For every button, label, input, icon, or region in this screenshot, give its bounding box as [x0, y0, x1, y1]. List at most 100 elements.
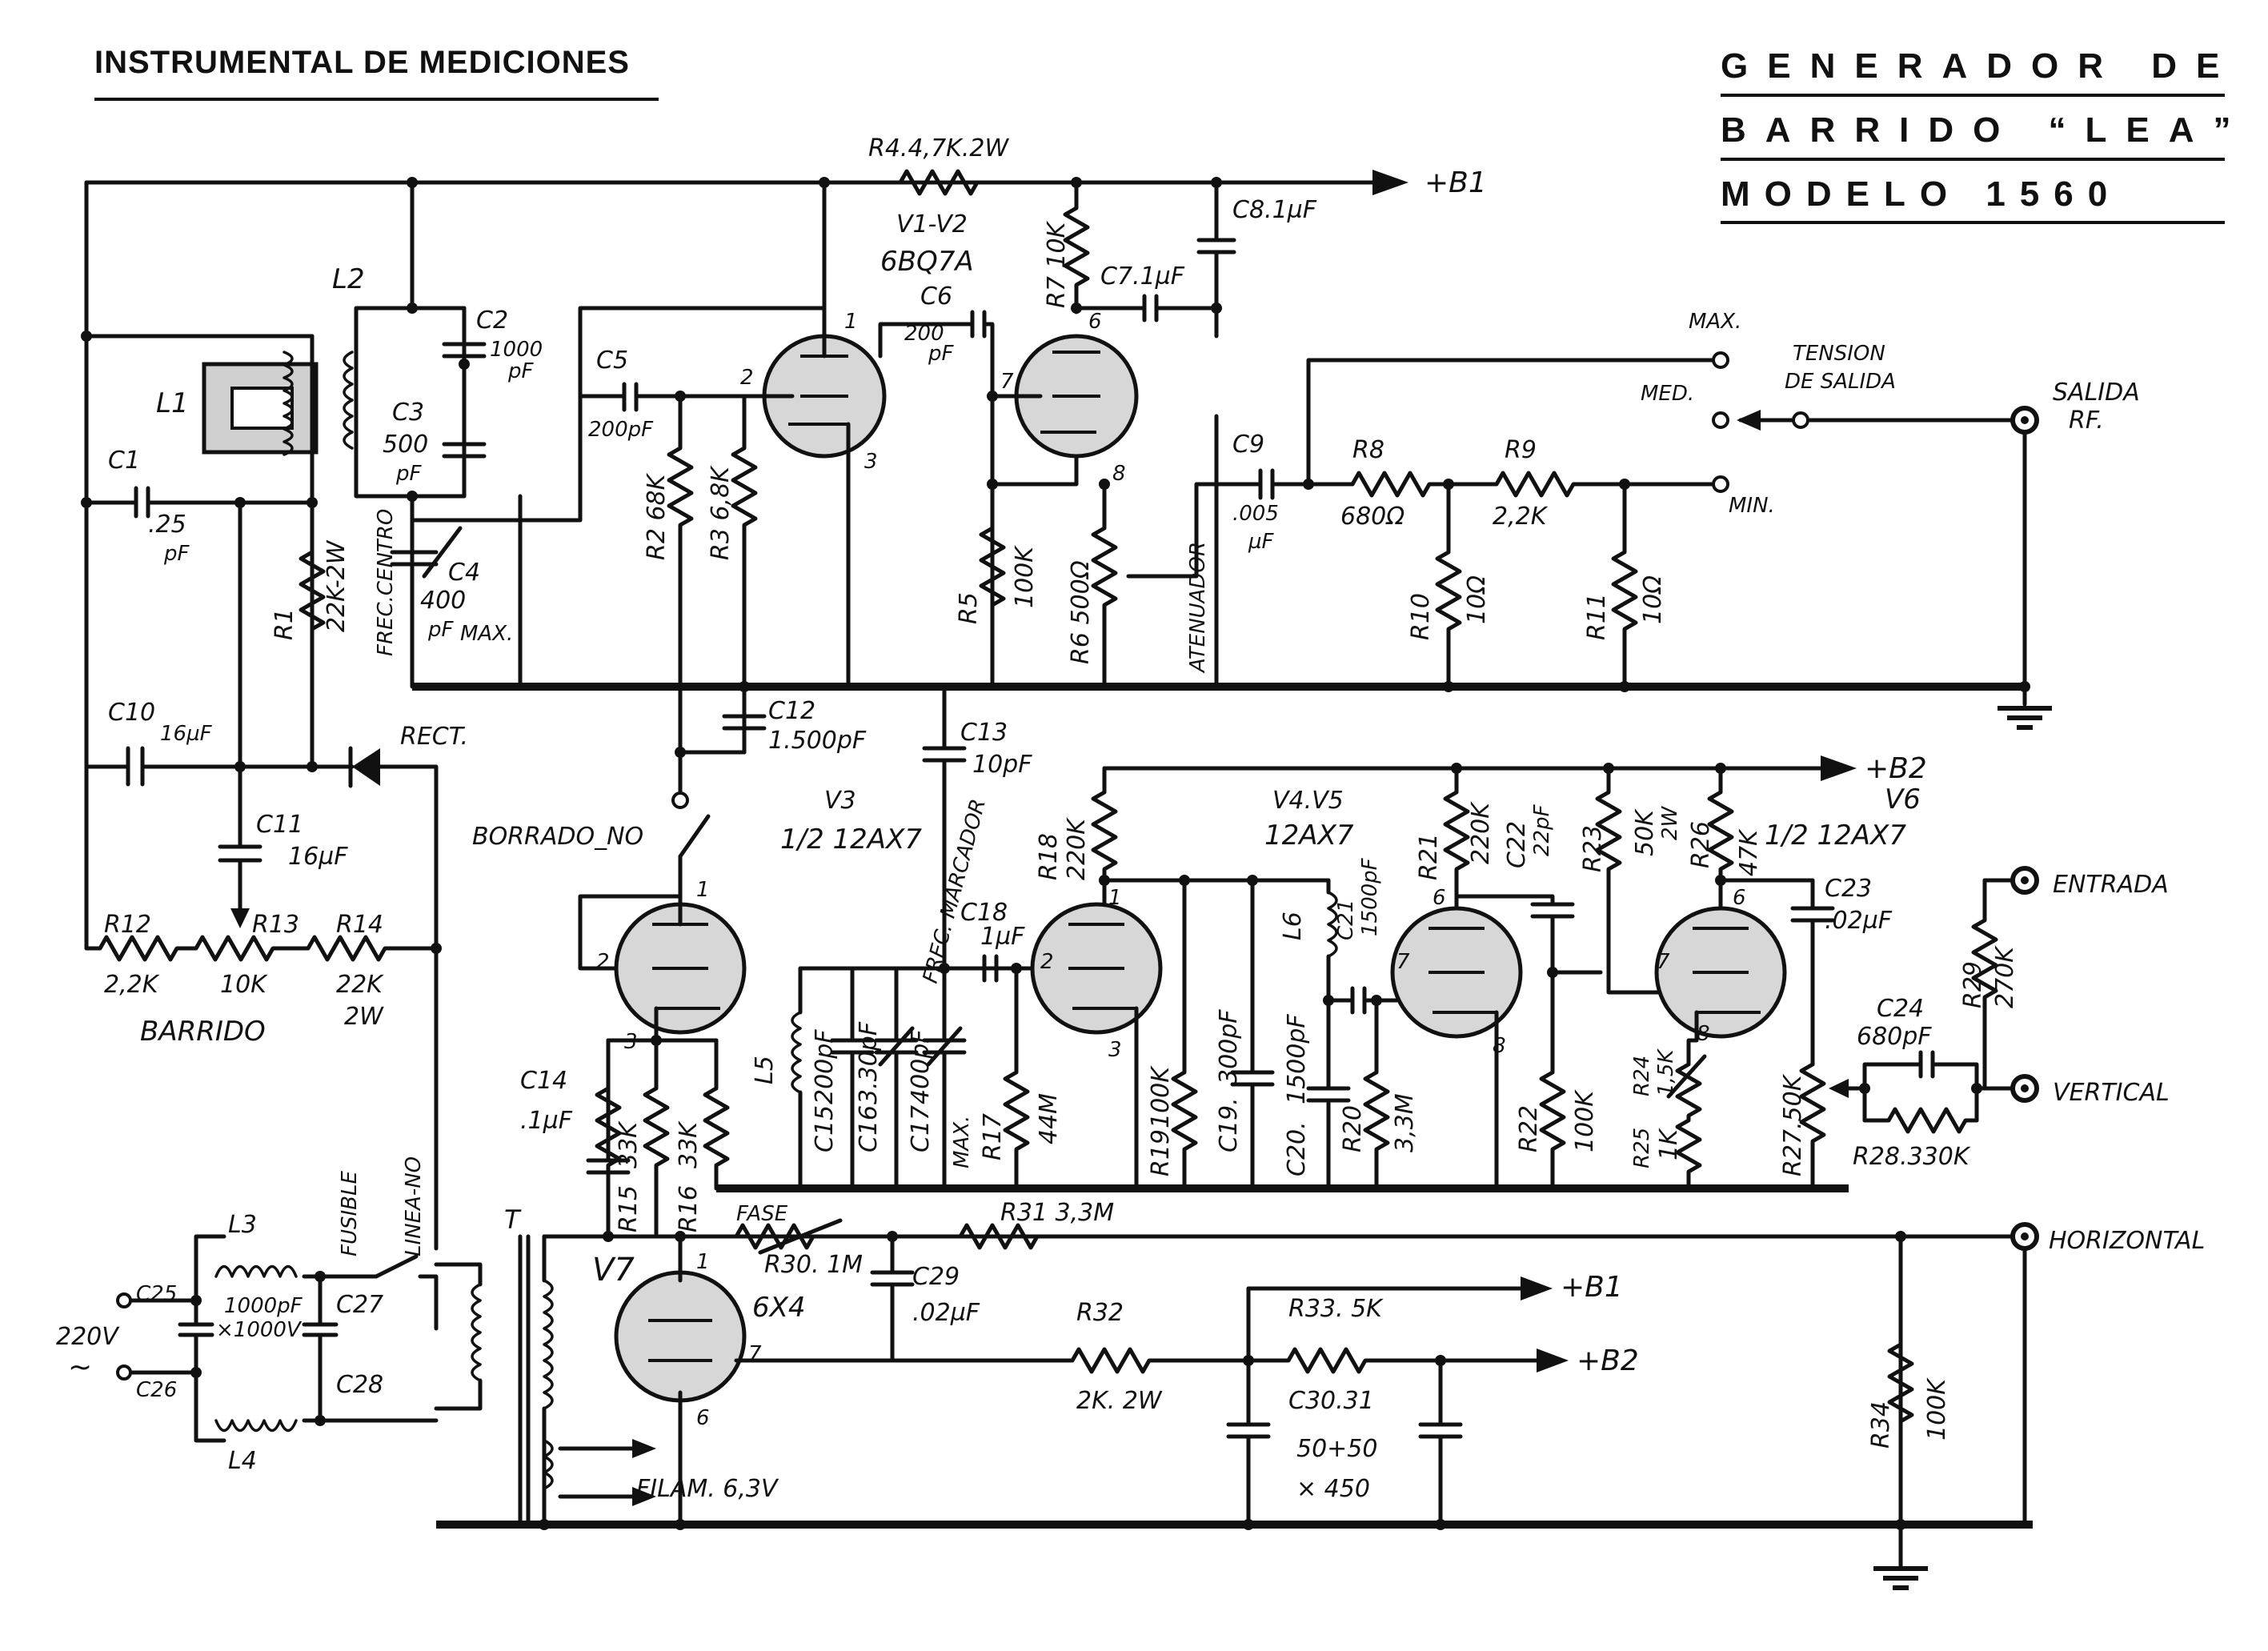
label-v1v2: V1-V2 — [896, 210, 968, 238]
title-rule-1 — [1721, 94, 2225, 97]
label-c21-val: 1500pF — [1358, 857, 1382, 936]
pin-v7-6: 6 — [696, 1406, 710, 1430]
label-c5: C5 — [596, 347, 628, 375]
label-c24: C24 — [1877, 995, 1924, 1023]
label-r22: R22 — [1515, 1105, 1543, 1152]
label-r8-val: 680Ω — [1340, 503, 1404, 531]
pin-v4-2: 2 — [1040, 950, 1054, 974]
pin-v5-8: 8 — [1493, 1034, 1506, 1058]
header-left-underline — [94, 98, 659, 101]
label-r24: R24 — [1630, 1056, 1654, 1096]
label-r34: R34 — [1867, 1401, 1895, 1449]
label-tension-1: TENSION — [1793, 342, 1885, 366]
label-mains: 220V — [56, 1323, 120, 1351]
label-rect: RECT. — [400, 723, 468, 751]
pin-v1-3: 3 — [864, 450, 878, 474]
label-c7: C7.1µF — [1100, 262, 1185, 291]
label-r18-val: 220K — [1063, 817, 1091, 880]
pin-v4-3: 3 — [1108, 1038, 1122, 1062]
label-max2: MAX. — [950, 1116, 974, 1168]
label-l6: L6 — [1279, 912, 1307, 940]
label-l4: L4 — [228, 1447, 257, 1475]
label-r13: R13 — [252, 911, 299, 939]
label-entrada: ENTRADA — [2053, 871, 2169, 899]
label-c4: C4 — [448, 559, 480, 587]
label-salida-1: SALIDA — [2053, 379, 2140, 407]
label-c4-max: MAX. — [460, 622, 513, 646]
label-min: MIN. — [1729, 494, 1775, 518]
label-r18: R18 — [1035, 833, 1063, 880]
label-r16: R16 — [675, 1185, 703, 1232]
label-c1-val: .25 — [148, 511, 186, 539]
label-c28: C28 — [336, 1371, 383, 1399]
label-r4: R4.4,7K.2W — [868, 134, 1009, 162]
label-b1-bot: +B1 — [1561, 1271, 1623, 1304]
label-v7-type: 6X4 — [752, 1292, 806, 1324]
label-r19: R19 — [1147, 1129, 1175, 1176]
oscillator-section — [84, 169, 2052, 849]
label-r11-val: 10Ω — [1639, 575, 1667, 624]
label-r16-val: 33K — [675, 1120, 703, 1168]
pin-v3-2: 2 — [596, 950, 610, 974]
label-tension-2: DE SALIDA — [1785, 370, 1896, 394]
label-r20-val: 3,3M — [1391, 1093, 1419, 1152]
label-r14-w: 2W — [344, 1003, 384, 1031]
label-v4v5-type: 12AX7 — [1264, 819, 1354, 852]
label-c3031-val: 50+50 — [1296, 1435, 1377, 1463]
label-b2-top: +B2 — [1865, 752, 1927, 785]
label-v1v2-type: 6BQ7A — [880, 246, 974, 278]
label-r9-val: 2,2K — [1493, 503, 1549, 531]
pin-v2-7: 7 — [1000, 370, 1014, 394]
label-c13: C13 — [960, 719, 1008, 747]
label-c17: C17 — [907, 1105, 935, 1152]
label-c15-val: 200pF — [811, 1029, 839, 1104]
label-c6-unit: pF — [928, 342, 955, 366]
label-horizontal: HORIZONTAL — [2049, 1227, 2205, 1255]
label-c12: C12 — [768, 697, 815, 725]
label-barrido: BARRIDO — [140, 1016, 266, 1048]
label-c1-unit: pF — [163, 542, 190, 566]
label-c25: C25 — [136, 1282, 177, 1306]
pin-v6-8: 8 — [1697, 1022, 1710, 1046]
label-c27: C27 — [336, 1291, 383, 1319]
label-b2-bot: +B2 — [1577, 1344, 1639, 1377]
label-frec-centro: FREC.CENTRO — [374, 509, 398, 656]
label-v4v5: V4.V5 — [1272, 787, 1344, 815]
label-c2526-v: ×1000V — [216, 1318, 303, 1342]
label-c11: C11 — [256, 811, 303, 839]
label-c3031-v: × 450 — [1296, 1475, 1370, 1503]
label-c9: C9 — [1232, 431, 1264, 459]
label-c2-unit: pF — [507, 359, 535, 383]
label-r11: R11 — [1583, 593, 1611, 640]
label-c1: C1 — [108, 447, 140, 475]
label-r23: R23 — [1579, 825, 1607, 872]
label-c2526-val: 1000pF — [224, 1294, 303, 1318]
label-c29-val: .02µF — [912, 1299, 980, 1327]
label-c20-val: 1500pF — [1283, 1014, 1311, 1104]
label-r33: R33. 5K — [1288, 1295, 1384, 1323]
tube-v7 — [614, 1270, 747, 1403]
label-c10-val: 16µF — [160, 722, 213, 746]
label-c2-val: 1000 — [490, 338, 543, 362]
label-fase: FASE — [736, 1202, 788, 1226]
label-c2: C2 — [476, 307, 508, 335]
label-c18-val: 1µF — [980, 923, 1025, 951]
marker-section — [791, 684, 2039, 1191]
label-r31: R31 3,3M — [1000, 1199, 1114, 1227]
label-v7: V7 — [592, 1252, 635, 1288]
label-atenuador: ATENUADOR — [1186, 542, 1210, 674]
label-r24-val: 1,5K — [1654, 1048, 1678, 1096]
label-r17: R17 — [979, 1113, 1007, 1160]
label-c22-val: 22pF — [1530, 803, 1554, 856]
label-l3: L3 — [228, 1211, 257, 1239]
label-filam: FILAM. 6,3V — [636, 1475, 779, 1503]
label-c17-val: 400pF — [907, 1029, 935, 1104]
label-r34-val: 100K — [1923, 1377, 1951, 1441]
label-c11-val: 16µF — [288, 843, 348, 871]
title-line-2: BARRIDO “LEA” — [1721, 110, 2250, 150]
label-c24-val: 680pF — [1857, 1023, 1932, 1051]
label-c16: C16 — [855, 1105, 883, 1152]
pin-v5-6: 6 — [1433, 886, 1446, 910]
label-b1-top: +B1 — [1425, 166, 1487, 199]
